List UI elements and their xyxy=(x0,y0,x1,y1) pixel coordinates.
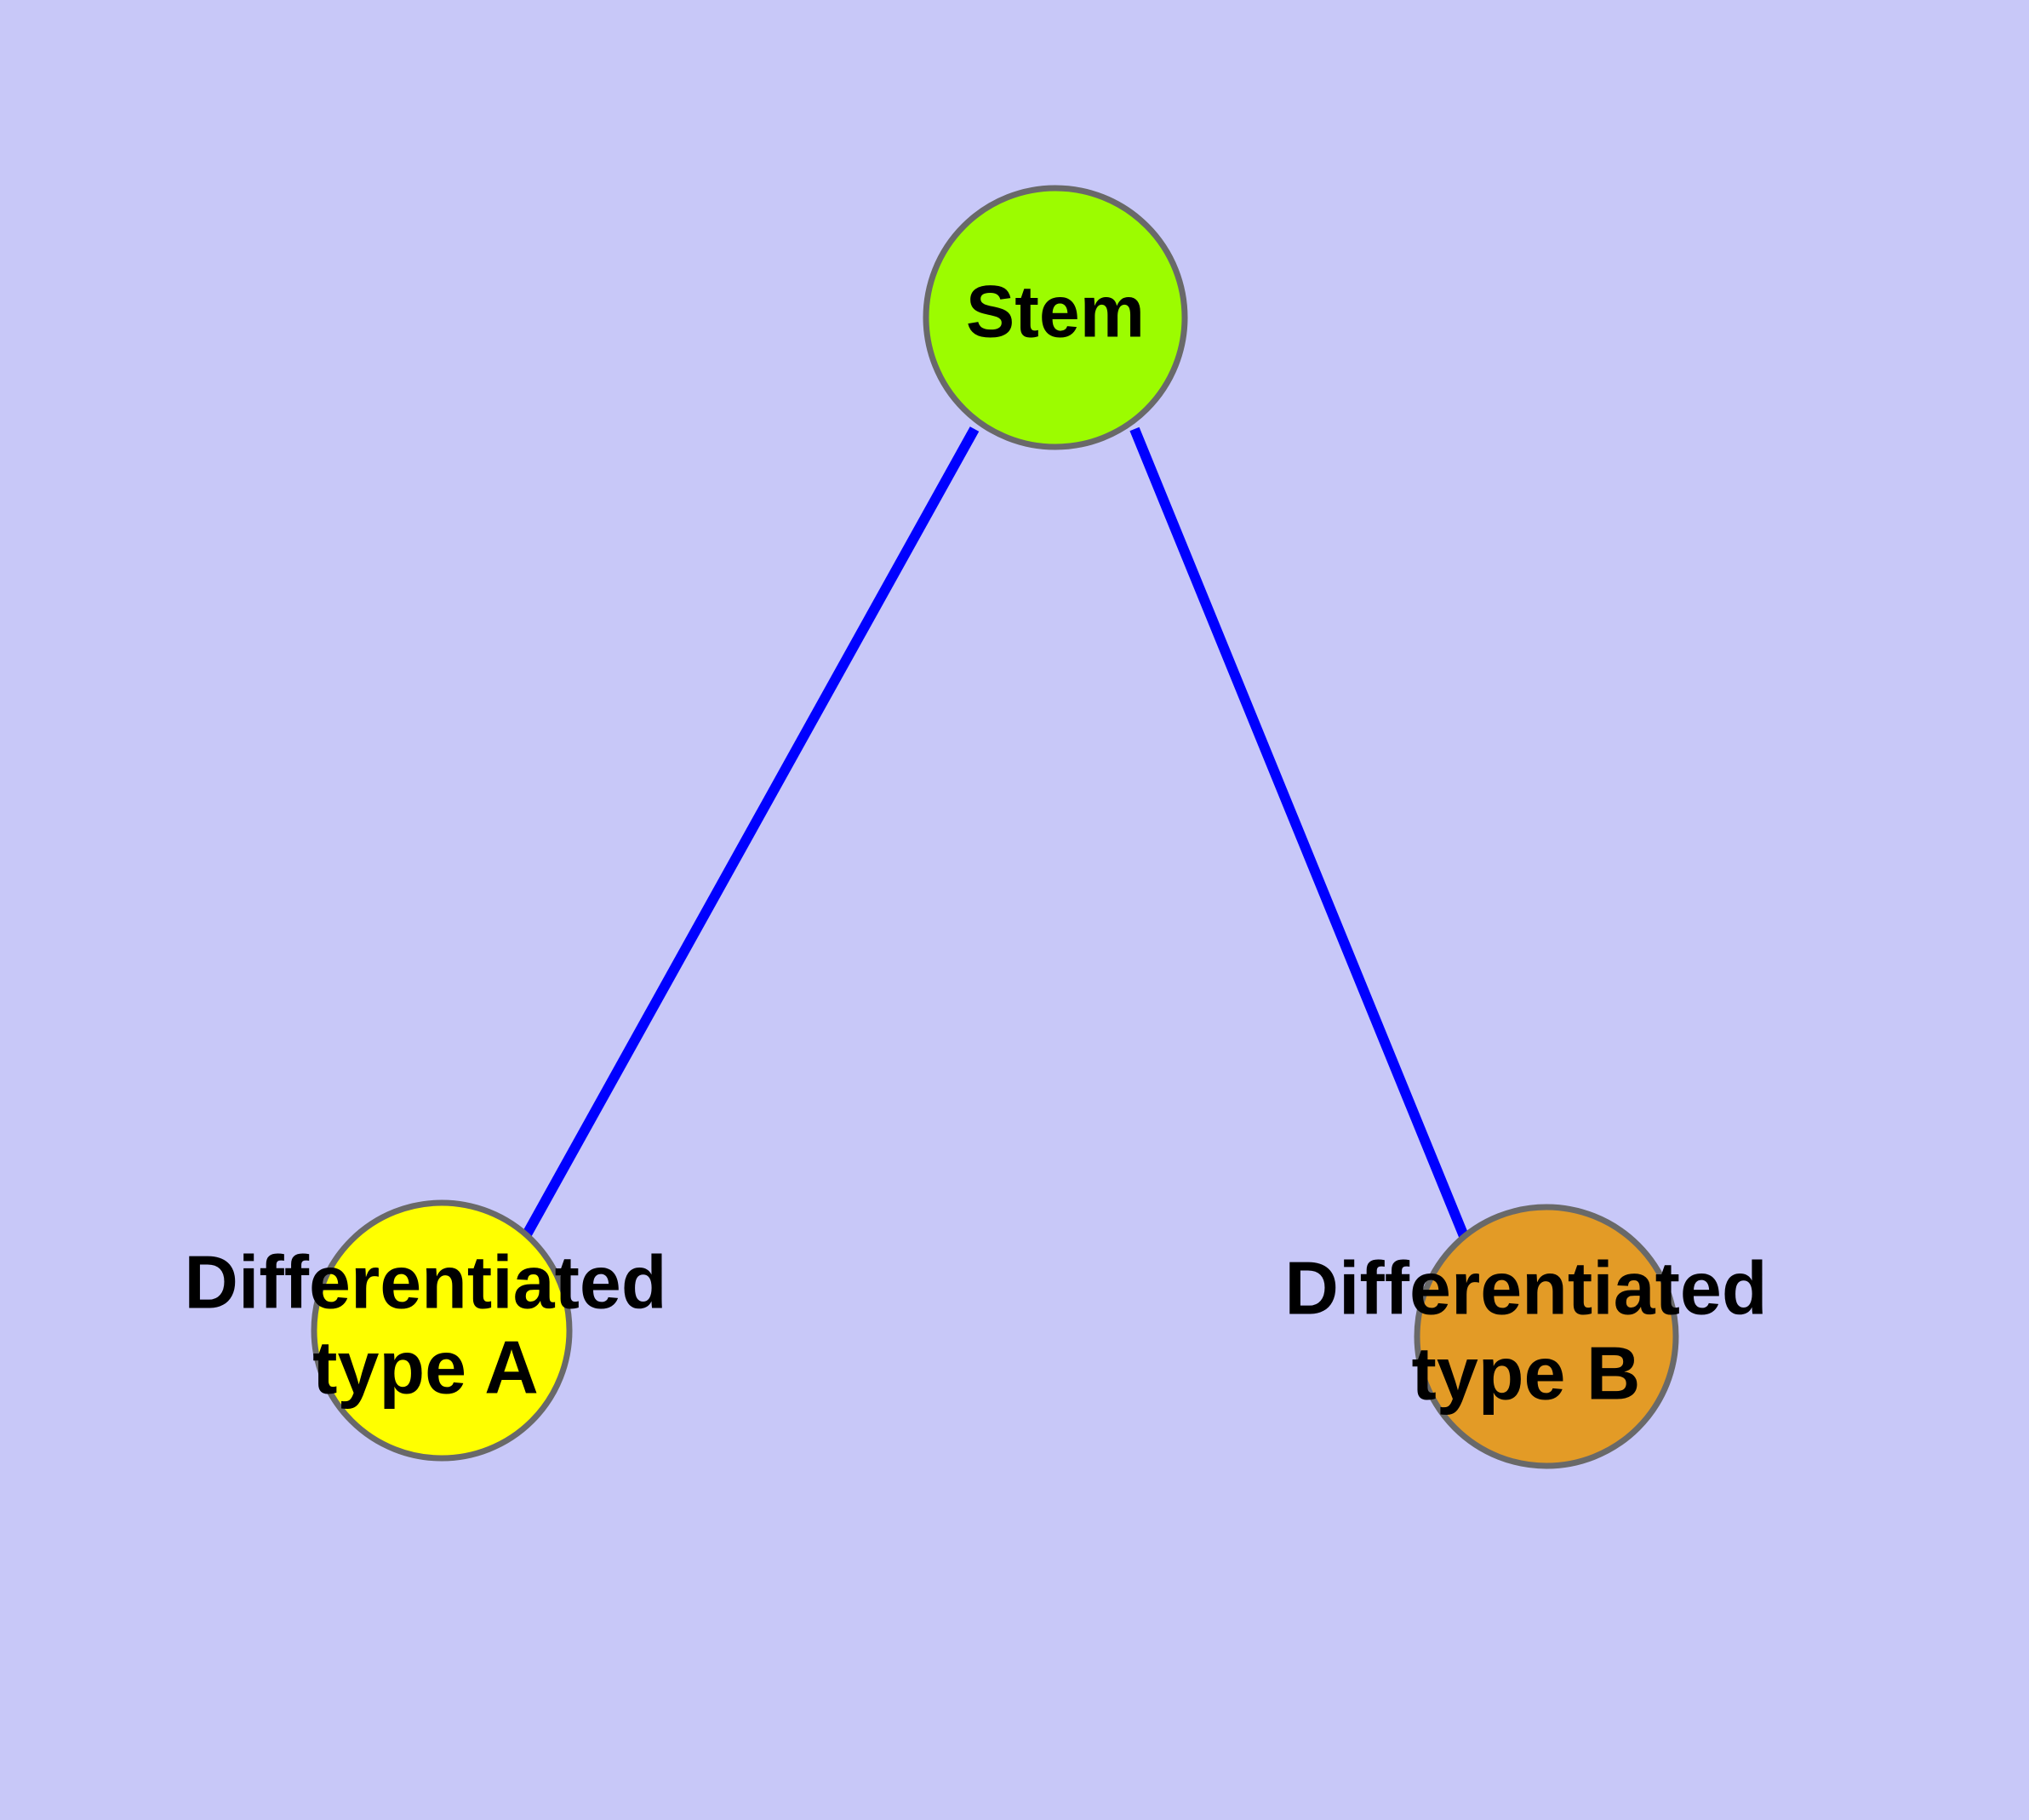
node-label-diff_a-line-1: Differentiated xyxy=(184,1239,666,1324)
node-label-stem: Stem xyxy=(966,272,1145,353)
node-stem[interactable] xyxy=(923,185,1188,450)
node-diff_a[interactable] xyxy=(311,1199,573,1462)
nodes-layer xyxy=(311,185,1679,1469)
edge-stem-to-diff-a[interactable] xyxy=(522,426,980,1237)
node-diff_b[interactable] xyxy=(1414,1204,1679,1469)
node-label-stem-line-1: Stem xyxy=(966,272,1145,353)
node-label-diff_a-line-2: type A xyxy=(312,1325,539,1409)
node-label-diff_b-line-1: Differentiated xyxy=(1284,1245,1767,1330)
node-label-diff_b-line-2: type B xyxy=(1412,1331,1641,1415)
edge-stem-to-diff-b[interactable] xyxy=(1129,426,1471,1243)
edges-layer xyxy=(522,426,1471,1243)
